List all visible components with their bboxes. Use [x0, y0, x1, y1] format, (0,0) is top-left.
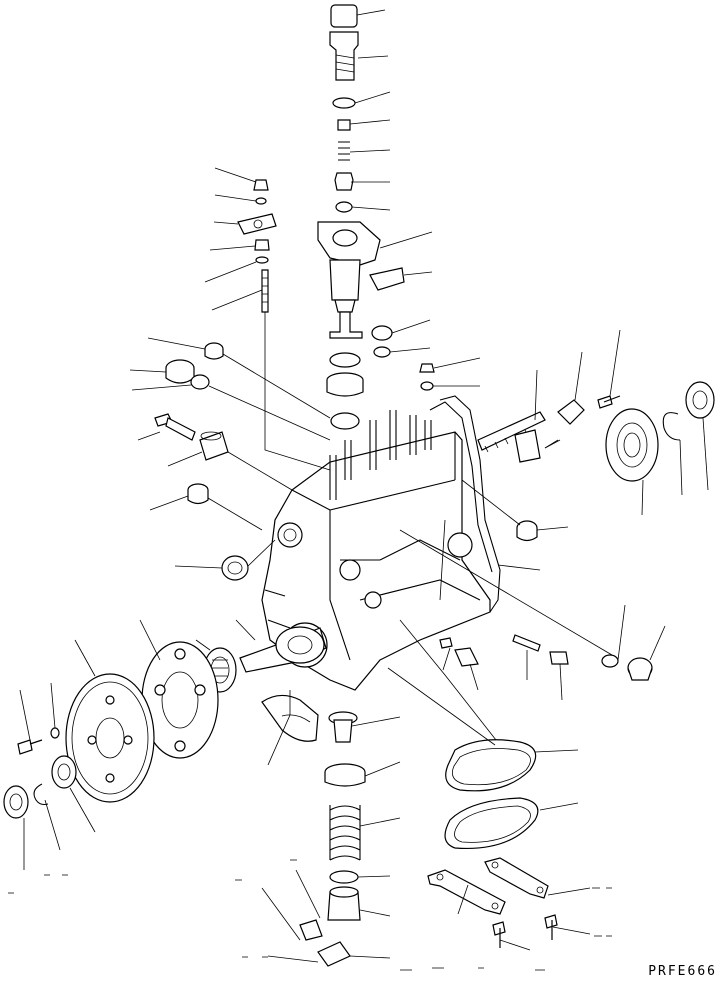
long-stud-left [261, 269, 269, 313]
bracket-bolt-2 [492, 921, 506, 948]
small-screw-1 [439, 637, 453, 649]
small-screw-2 [454, 647, 479, 667]
oil-seal-left [221, 555, 249, 581]
leader-lines [19, 9, 709, 963]
delivery-valve [334, 172, 354, 191]
o-ring-right [601, 654, 619, 668]
drive-flange [65, 673, 155, 803]
key-pin [512, 634, 541, 652]
drawing-code: PRFE666 [648, 964, 717, 979]
tappet-pin-bottom [317, 941, 351, 967]
tappet [327, 886, 361, 921]
bolt-left [154, 413, 196, 441]
reference-dashes [8, 859, 612, 971]
sleeve-left [199, 431, 229, 461]
snap-ring-far-left [33, 783, 49, 806]
o-ring-top [332, 97, 356, 109]
plunger-barrel-flange [317, 221, 381, 313]
valve-spring [338, 141, 350, 161]
thrust-plate [141, 641, 219, 759]
small-nut-right [419, 363, 435, 373]
bracket-bolt-1 [544, 914, 558, 940]
spring-seat-upper [326, 372, 364, 397]
lever-screw [597, 395, 621, 409]
top-cap-nut [330, 4, 358, 28]
spacer-far-left [51, 755, 77, 789]
plug-left-2 [187, 483, 209, 505]
bottom-bracket-half [261, 694, 319, 742]
lower-bracket-right [484, 857, 549, 899]
plunger-spring [329, 805, 361, 861]
stop-lever [557, 399, 585, 425]
snap-ring [330, 412, 360, 430]
lock-nut-right [685, 381, 715, 419]
right-washer-1 [371, 325, 393, 341]
camshaft [239, 626, 327, 673]
plug-right-1 [516, 520, 538, 542]
small-bushing-right [549, 651, 569, 665]
snap-ring-right [662, 412, 681, 441]
valve-seat [337, 119, 351, 131]
cover-gasket [444, 797, 539, 850]
shim-plate [369, 267, 405, 291]
nut-left-1 [253, 179, 269, 191]
bushing-left [165, 359, 195, 384]
lower-bracket-left [427, 869, 506, 915]
tappet-roller-small [299, 919, 323, 941]
plug-right-2 [627, 657, 653, 681]
right-washer-2 [373, 346, 391, 358]
bolt-far-left [17, 739, 43, 755]
control-rack [477, 411, 546, 453]
gasket-ring [445, 739, 537, 792]
lock-nut-far-left [3, 785, 29, 819]
plunger [329, 311, 363, 339]
washer-left-2 [255, 256, 269, 264]
control-sleeve [328, 711, 358, 743]
washer-far-left [50, 727, 60, 739]
spring-seat-lower [324, 763, 366, 787]
lower-washer [329, 870, 359, 884]
washer-left-1 [255, 197, 267, 205]
valve-gasket [335, 201, 353, 213]
nut-left-2 [254, 239, 270, 251]
small-washer-right [420, 381, 434, 391]
cover-plate-left [237, 213, 277, 235]
washer-mid [329, 352, 361, 368]
delivery-valve-holder [329, 31, 359, 81]
housing-studs [329, 410, 432, 500]
ball-bearing-right [605, 408, 659, 482]
plug-left-1 [204, 342, 224, 360]
o-ring-left [190, 374, 210, 390]
rack-bracket [514, 429, 559, 463]
